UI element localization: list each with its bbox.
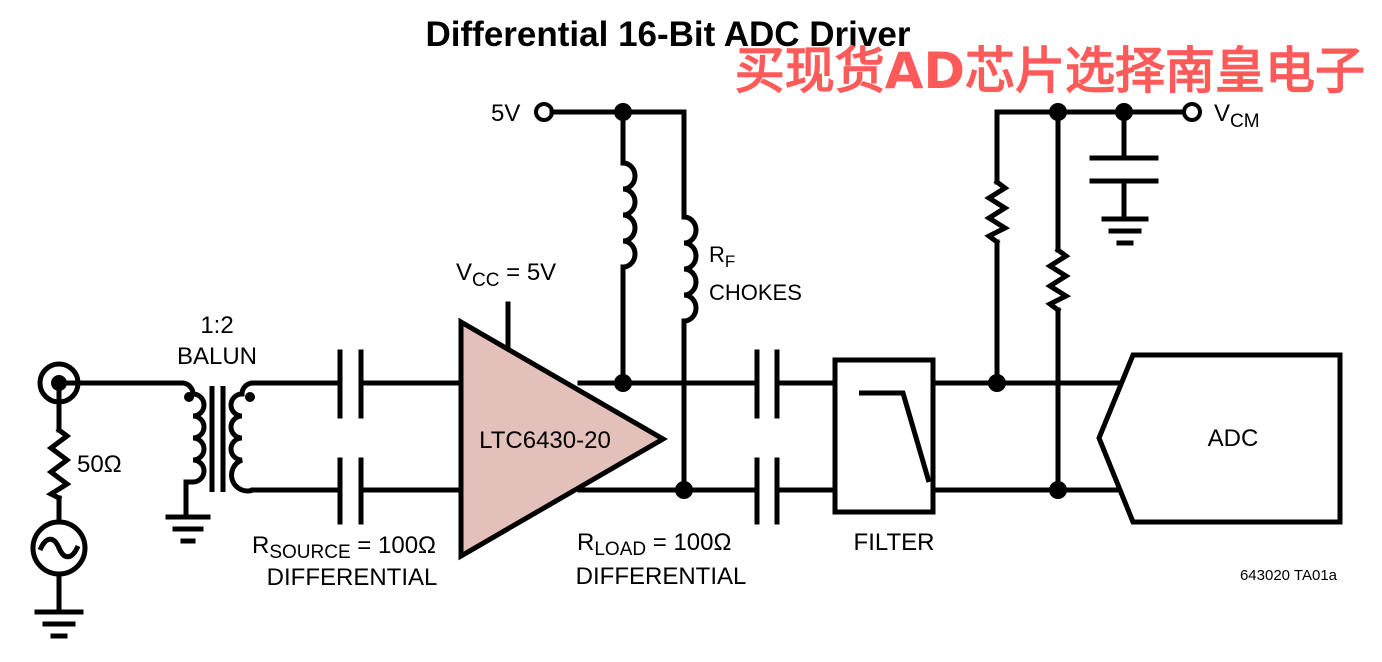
polarity-dot-icon (245, 392, 255, 402)
vcm-label-sub: CM (1230, 111, 1260, 132)
rload-sub: LOAD (594, 539, 646, 560)
filter-block (832, 357, 936, 515)
rsource-label: RSOURCE = 100Ω (252, 532, 436, 563)
rf-choke-icon (683, 214, 699, 324)
vcc-label-rest: = 5V (499, 259, 556, 286)
amplifier-part-label: LTC6430-20 (479, 427, 611, 454)
source-resistor-label: 50Ω (77, 451, 122, 478)
watermark: 买现货AD芯片选择南皇电子 (735, 42, 1365, 100)
rsource-differential-label: DIFFERENTIAL (267, 564, 438, 591)
balun-name-label: BALUN (177, 343, 257, 370)
junction-dot (988, 374, 1006, 392)
rload-label: RLOAD = 100Ω (577, 529, 731, 560)
rf-choke-icon (622, 160, 638, 270)
rload-differential-label: DIFFERENTIAL (576, 563, 747, 590)
supply-label: 5V (491, 100, 520, 127)
junction-dot (614, 374, 632, 392)
diagram-title: Differential 16-Bit ADC Driver (426, 15, 911, 54)
vcc-label: VCC = 5V (456, 259, 556, 291)
figure-id: 643020 TA01a (1240, 567, 1338, 584)
signal-source (30, 361, 88, 639)
rload-main: R (577, 529, 594, 556)
amplifier-triangle (458, 317, 668, 561)
chokes-label-sub: F (725, 252, 735, 271)
rload-rest: = 100Ω (646, 529, 731, 556)
lowpass-filter-icon (859, 390, 932, 483)
chokes-label-main: R (709, 242, 725, 267)
ground-icon (1101, 216, 1149, 246)
input-coupling-capacitor-icon (337, 349, 364, 419)
rsource-rest: = 100Ω (351, 532, 436, 559)
output-coupling-capacitor-icon (754, 457, 780, 525)
bias-resistor-icon (984, 178, 1011, 246)
bias-resistor-icon (1045, 246, 1072, 314)
rsource-sub: SOURCE (269, 542, 350, 563)
junction-dot (675, 481, 693, 499)
chokes-label-line2: CHOKES (709, 280, 802, 305)
ground-icon (165, 514, 211, 544)
vcm-terminal-icon (1182, 102, 1202, 122)
bypass-capacitor-icon (1089, 155, 1159, 184)
rsource-main: R (252, 532, 269, 559)
vcc-label-main: V (456, 259, 472, 286)
chokes-label-line1: RF (709, 242, 735, 271)
polarity-dot-icon (184, 392, 194, 402)
balun-transformer (165, 380, 255, 544)
ground-icon (34, 609, 84, 639)
source-resistor-icon (45, 426, 72, 502)
vcc-label-sub: CC (472, 270, 499, 291)
balun-ratio-label: 1:2 (200, 312, 233, 339)
adc-label: ADC (1208, 425, 1259, 452)
junction-dot (1049, 481, 1067, 499)
output-coupling-capacitor-icon (754, 349, 780, 419)
filter-label: FILTER (854, 529, 935, 556)
adc-block (1096, 352, 1343, 525)
vcm-label: VCM (1214, 100, 1260, 132)
input-coupling-capacitor-icon (337, 457, 364, 525)
vcm-label-main: V (1214, 100, 1230, 127)
